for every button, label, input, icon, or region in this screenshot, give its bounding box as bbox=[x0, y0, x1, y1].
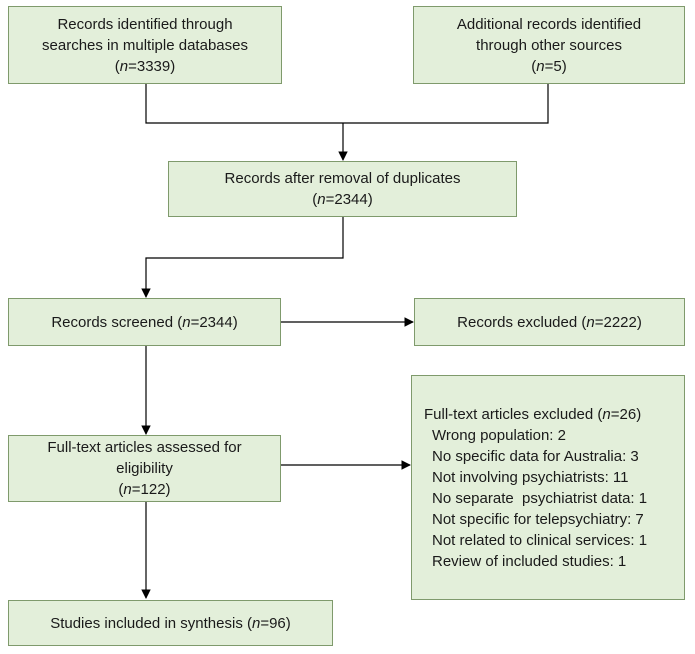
connector-db-merge bbox=[145, 83, 549, 124]
box-count: (n=3339) bbox=[114, 57, 176, 75]
box-text-line: Records identified through bbox=[57, 15, 233, 33]
arrow-to-screened bbox=[141, 216, 344, 298]
box-records-screened: Records screened (n=2344) bbox=[8, 298, 281, 346]
box-text-line: searches in multiple databases bbox=[42, 36, 248, 54]
box-full-text-excluded: Full-text articles excluded (n=26) Wrong… bbox=[411, 375, 685, 600]
box-text-line: Full-text articles assessed for bbox=[47, 439, 242, 456]
exclusion-reason: Wrong population: 2 bbox=[432, 426, 566, 444]
box-header: Full-text articles excluded (n=26) bbox=[424, 405, 642, 423]
box-count: (n=5) bbox=[531, 57, 567, 75]
exclusion-reason: Not specific for telepsychiatry: 7 bbox=[432, 510, 644, 528]
box-records-identified-databases: Records identified through searches in m… bbox=[8, 6, 282, 84]
box-text-line: Studies included in synthesis (n=96) bbox=[50, 614, 291, 632]
box-duplicates-removed: Records after removal of duplicates (n=2… bbox=[168, 161, 517, 217]
box-studies-included: Studies included in synthesis (n=96) bbox=[8, 600, 333, 646]
box-text-line: eligibility bbox=[116, 460, 173, 477]
exclusion-reason: Not involving psychiatrists: 11 bbox=[432, 468, 629, 486]
box-text-line: Records excluded (n=2222) bbox=[457, 313, 642, 331]
exclusion-reason: Review of included studies: 1 bbox=[432, 552, 627, 570]
box-count: (n=2344) bbox=[312, 191, 373, 208]
exclusion-reason: No separate psychiatrist data: 1 bbox=[432, 489, 648, 507]
box-records-other-sources: Additional records identified through ot… bbox=[413, 6, 685, 84]
box-text-line: through other sources bbox=[476, 36, 622, 54]
box-count: (n=122) bbox=[118, 481, 171, 498]
exclusion-reason: No specific data for Australia: 3 bbox=[432, 447, 639, 465]
box-text-line: Additional records identified bbox=[456, 15, 642, 33]
box-text-line: Records after removal of duplicates bbox=[224, 170, 461, 187]
exclusion-reason: Not related to clinical services: 1 bbox=[432, 531, 648, 549]
box-records-excluded: Records excluded (n=2222) bbox=[414, 298, 685, 346]
box-full-text-assessed: Full-text articles assessed for eligibil… bbox=[8, 435, 281, 502]
box-text-line: Records screened (n=2344) bbox=[51, 313, 238, 331]
